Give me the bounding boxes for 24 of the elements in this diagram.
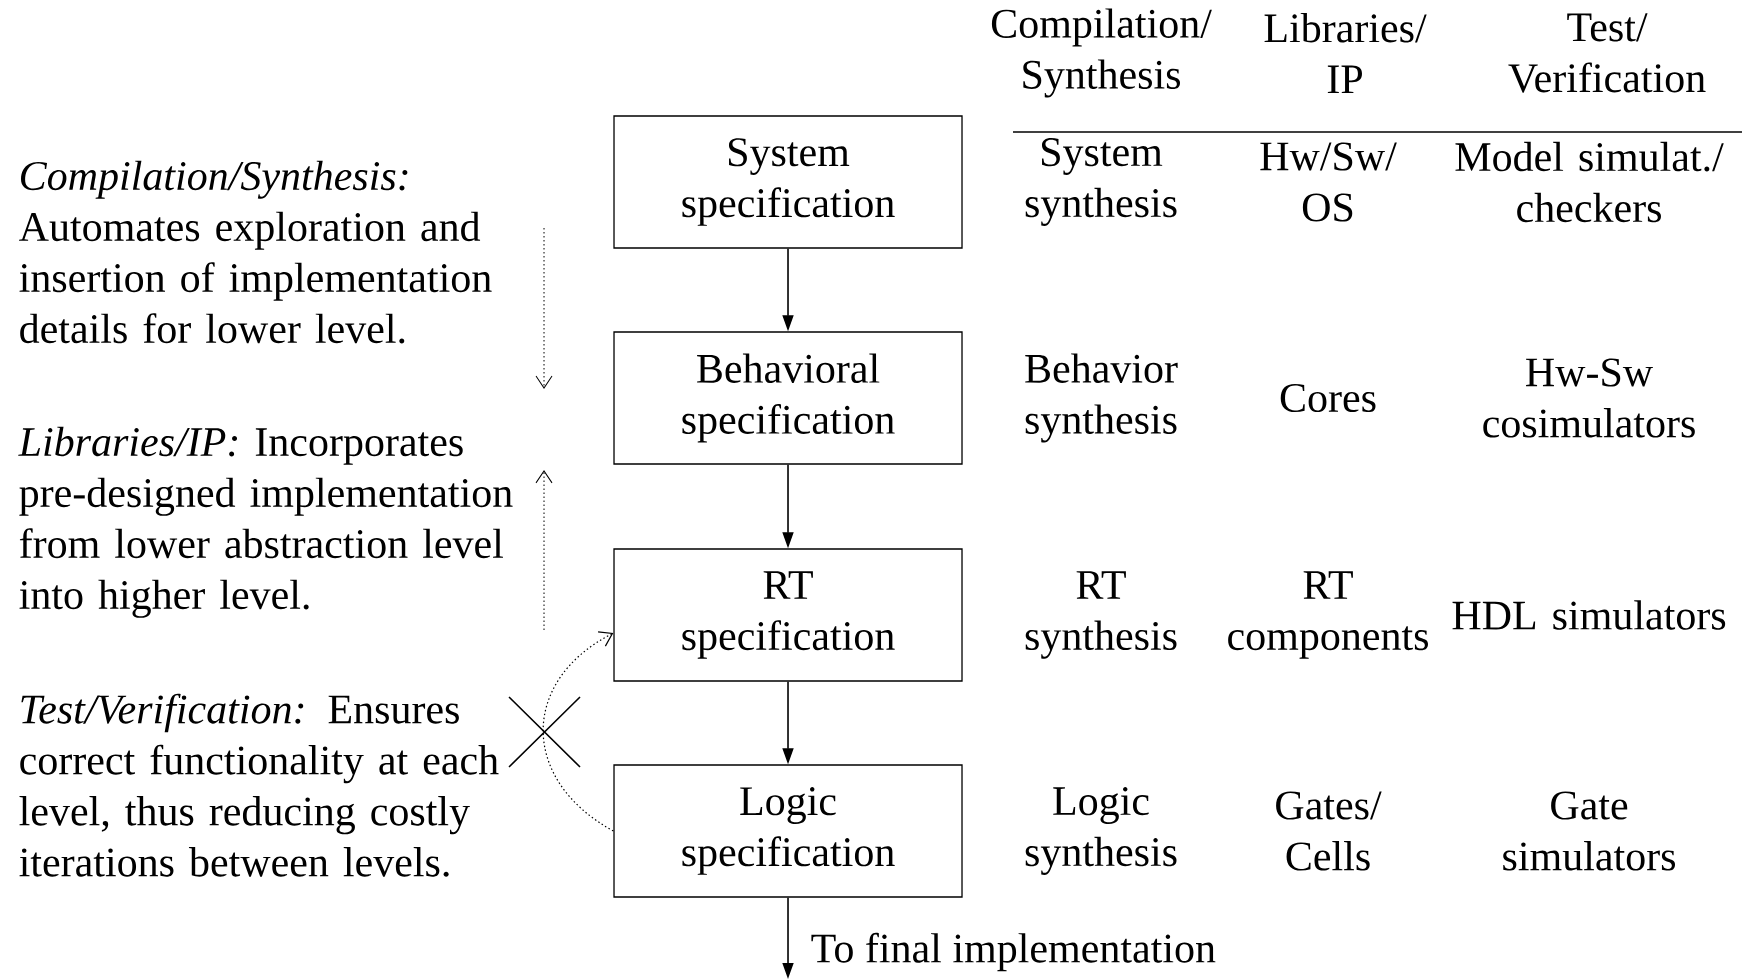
table-cell: Cores bbox=[1280, 383, 1376, 413]
process-box: Behavioral specification bbox=[613, 331, 963, 465]
table-cell: RT synthesis bbox=[1025, 571, 1177, 659]
process-box: RT specification bbox=[613, 548, 963, 682]
table-cell: System synthesis bbox=[1025, 138, 1177, 226]
edge-label: To final implementation bbox=[811, 932, 1216, 972]
table-cell: Gate simulators bbox=[1503, 791, 1675, 871]
arrow bbox=[542, 631, 614, 832]
table-cell: Compilation/ Synthesis bbox=[991, 8, 1212, 98]
note-text: Test/Verification: Ensures correct functionality at each level, thus reducing costly iterations between levels. bbox=[19, 693, 499, 877]
table-cell: Behavior synthesis bbox=[1025, 353, 1178, 443]
table-cell: Logic synthesis bbox=[1025, 787, 1177, 875]
table-cell: Hw/Sw/ OS bbox=[1260, 142, 1397, 222]
table-cell: Model simulat./ checkers bbox=[1455, 141, 1724, 223]
note-text: Compilation/Synthesis: Automates exploration and insertion of implementation details for lower level. bbox=[19, 160, 492, 344]
table-cell: Gates/ Cells bbox=[1276, 791, 1382, 871]
process-box: Logic specification bbox=[613, 764, 963, 898]
table-cell: HDL simulators bbox=[1452, 600, 1726, 630]
process-box: System specification bbox=[613, 115, 963, 249]
table-cell: Hw-Sw cosimulators bbox=[1483, 358, 1695, 438]
table-cell: RT components bbox=[1228, 571, 1428, 659]
table-cell: Libraries/ IP bbox=[1264, 12, 1427, 94]
table-cell: Test/ Verification bbox=[1508, 13, 1706, 93]
note-text: Libraries/IP: Incorporates pre-designed implementation from lower abstraction level into higher level. bbox=[18, 426, 513, 618]
